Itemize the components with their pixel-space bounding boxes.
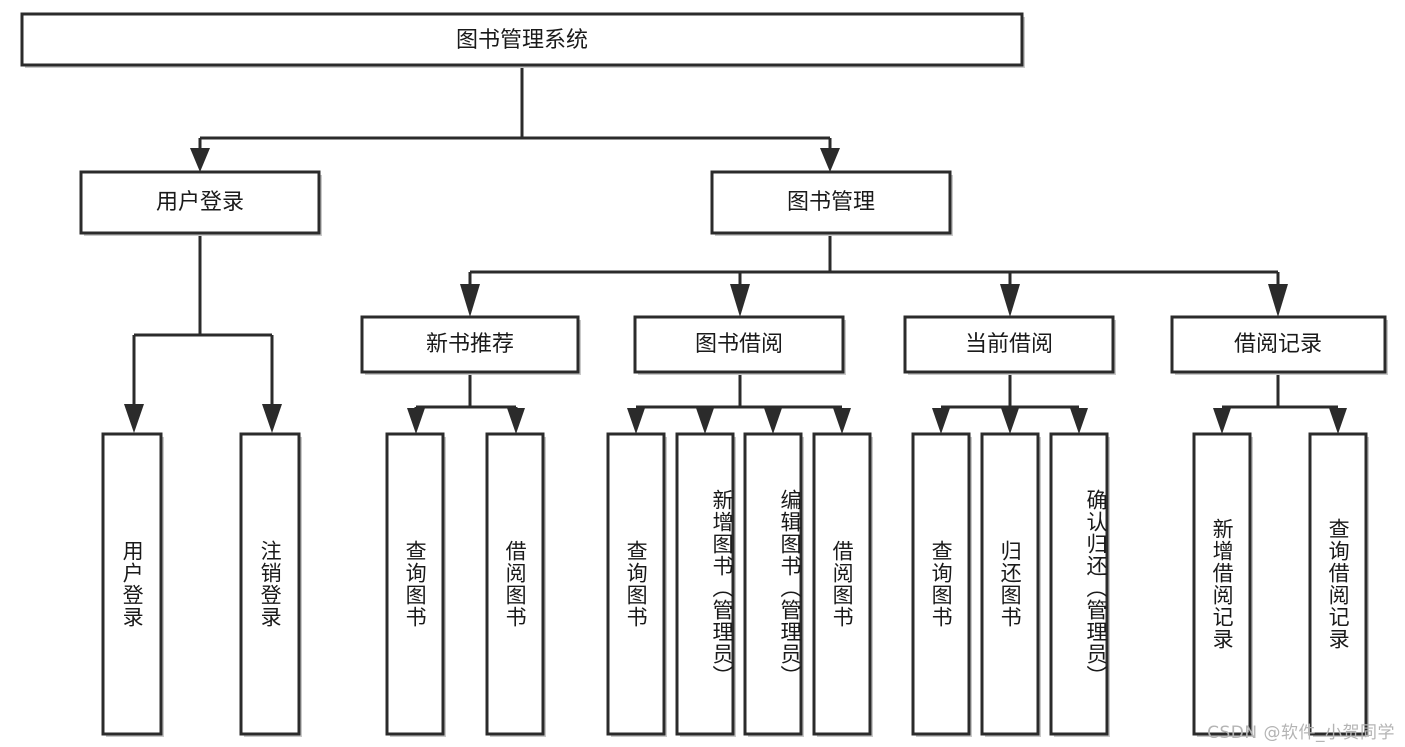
- new-book-recommend-box: [360, 315, 580, 374]
- node-add-book-admin[interactable]: [675, 432, 736, 737]
- node-borrow-record[interactable]: 借阅记录: [1170, 315, 1388, 375]
- query-borrow-record-box: [1308, 432, 1368, 736]
- node-return-book[interactable]: [980, 432, 1041, 737]
- node-borrow-book-2[interactable]: [812, 432, 873, 737]
- arrow-to-logout-leaf: [262, 404, 282, 433]
- book-manage-box: [710, 170, 952, 235]
- nodes-group: 图书管理系统 用户登录 图书管理 新书推荐: [20, 12, 1388, 737]
- arrow-to-query-book-3: [932, 408, 950, 434]
- add-borrow-record-box: [1192, 432, 1252, 736]
- root-label: 图书管理系统: [456, 28, 588, 53]
- user-login-leaf-box: [101, 432, 163, 736]
- node-root[interactable]: 图书管理系统: [20, 12, 1025, 68]
- borrow-record-box: [1170, 315, 1387, 374]
- arrow-to-book-manage: [820, 148, 840, 172]
- arrow-to-borrow-book-2: [833, 408, 851, 434]
- arrow-to-return-book: [1001, 408, 1019, 434]
- current-borrow-label: 当前借阅: [965, 332, 1053, 357]
- arrow-to-user-login-leaf: [124, 404, 144, 433]
- book-borrow-label: 图书借阅: [695, 332, 783, 357]
- csdn-watermark: CSDN @软件_小贺同学: [1207, 723, 1395, 743]
- query-book-1-box: [385, 432, 445, 736]
- edit-book-admin-box: [743, 432, 803, 736]
- add-book-admin-box: [675, 432, 735, 736]
- node-logout-leaf[interactable]: [239, 432, 302, 737]
- query-book-2-box: [606, 432, 666, 736]
- arrow-to-confirm-return-admin: [1070, 408, 1088, 434]
- arrow-to-query-borrow-record: [1329, 408, 1347, 434]
- node-edit-book-admin[interactable]: [743, 432, 804, 737]
- node-user-login[interactable]: 用户登录: [79, 170, 322, 236]
- root-box: [20, 12, 1024, 67]
- node-book-borrow[interactable]: 图书借阅: [633, 315, 846, 375]
- node-new-book-recommend[interactable]: 新书推荐: [360, 315, 581, 375]
- borrow-book-1-box: [485, 432, 545, 736]
- user-login-box: [79, 170, 321, 235]
- node-query-borrow-record[interactable]: [1308, 432, 1369, 737]
- arrow-to-user-login: [190, 148, 210, 172]
- edges-group: [124, 65, 1347, 434]
- node-query-book-1[interactable]: [385, 432, 446, 737]
- new-book-recommend-label: 新书推荐: [426, 332, 514, 357]
- node-query-book-3[interactable]: [911, 432, 972, 737]
- node-current-borrow[interactable]: 当前借阅: [903, 315, 1116, 375]
- borrow-record-label: 借阅记录: [1234, 332, 1322, 357]
- node-add-borrow-record[interactable]: [1192, 432, 1253, 737]
- arrow-to-query-book-1: [407, 408, 425, 434]
- book-manage-label: 图书管理: [787, 190, 875, 215]
- arrow-to-new-book-recommend: [460, 284, 480, 317]
- arrow-to-edit-book-admin: [764, 408, 782, 434]
- arrow-to-current-borrow: [1000, 284, 1020, 317]
- query-book-3-box: [911, 432, 971, 736]
- user-login-label: 用户登录: [156, 190, 244, 215]
- arrow-to-add-book-admin: [696, 408, 714, 434]
- arrow-to-query-book-2: [627, 408, 645, 434]
- node-query-book-2[interactable]: [606, 432, 667, 737]
- arrow-to-book-borrow: [730, 284, 750, 317]
- borrow-book-2-box: [812, 432, 872, 736]
- arrow-to-borrow-book-1: [507, 408, 525, 434]
- arrow-to-add-borrow-record: [1213, 408, 1231, 434]
- arrow-to-borrow-record: [1268, 284, 1288, 317]
- node-book-manage[interactable]: 图书管理: [710, 170, 953, 236]
- confirm-return-admin-box: [1049, 432, 1109, 736]
- node-user-login-leaf[interactable]: [101, 432, 164, 737]
- book-borrow-box: [633, 315, 845, 374]
- node-borrow-book-1[interactable]: [485, 432, 546, 737]
- node-confirm-return-admin[interactable]: [1049, 432, 1110, 737]
- logout-leaf-box: [239, 432, 301, 736]
- current-borrow-box: [903, 315, 1115, 374]
- return-book-box: [980, 432, 1040, 736]
